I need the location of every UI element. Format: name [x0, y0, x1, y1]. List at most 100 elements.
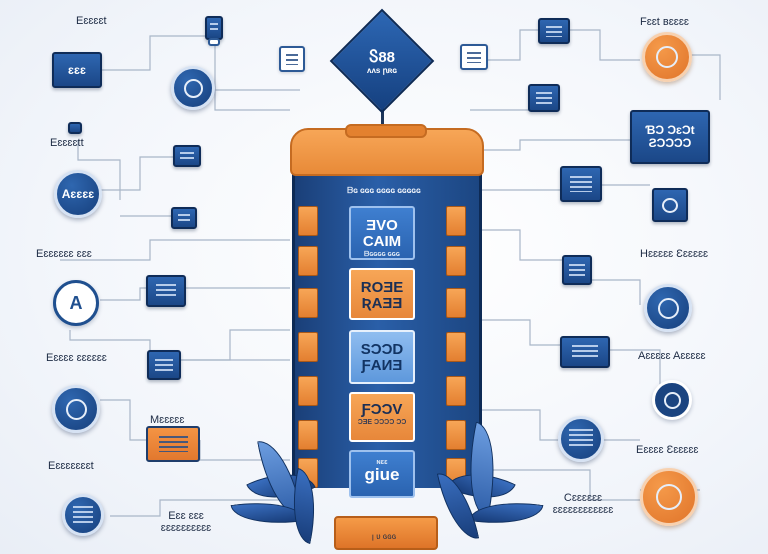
node-report-right-3[interactable] — [560, 336, 610, 368]
box-text: ƁƆ ƆɛƆt ƧƆƆƆƆ — [645, 123, 695, 150]
node-checklist[interactable] — [279, 46, 305, 72]
node-report-right-2[interactable] — [560, 166, 602, 202]
connector — [480, 469, 640, 501]
panel-subtitle: ᗷɢɢɢɢ ɢɢɢ — [364, 251, 400, 258]
connector — [199, 440, 290, 461]
monitor-icon — [545, 25, 563, 37]
node-box-right-1[interactable]: ƁƆ ƆɛƆt ƧƆƆƆƆ — [630, 110, 710, 164]
side-tile — [446, 288, 466, 318]
node-orange-card[interactable] — [146, 426, 200, 462]
gauge-icon — [657, 297, 679, 319]
label-left-3: Eɛɛɛɛɛɛ ɛɛɛ — [36, 248, 92, 260]
node-circle-left-3[interactable]: Aɛɛɛɛ — [54, 170, 102, 218]
panel-subtitle: ƆƎE ƆƆƆƆ ƆƆ — [357, 419, 407, 426]
label-left-6: Eɛɛɛɛɛɛɛt — [48, 460, 94, 472]
tower-panel-2[interactable]: ROƎE ƦAƎƎ — [349, 268, 415, 320]
tower-panel-1[interactable]: ƎVO CAƖM ᗷɢɢɢɢ ɢɢɢ — [349, 206, 415, 260]
chat-icon — [155, 358, 173, 372]
connector — [100, 35, 205, 71]
tower-panel-3[interactable]: SƆƆD ƑAИƎ — [349, 330, 415, 384]
panel-title: ƎVO CAƖM — [362, 217, 402, 250]
connector — [570, 29, 640, 61]
node-chat[interactable] — [147, 350, 181, 380]
connector — [60, 239, 290, 261]
tower-panel-4[interactable]: ƑƆƆV ƆƎE ƆƆƆƆ ƆƆ — [349, 392, 415, 442]
connector — [610, 349, 661, 385]
tower-panel-5[interactable]: ɴɛɛ giue — [349, 450, 415, 498]
panel-subtitle: ɴɛɛ — [376, 459, 388, 466]
connector — [77, 140, 121, 200]
side-tile — [446, 206, 466, 236]
connector — [100, 156, 185, 191]
person-icon — [65, 398, 87, 420]
node-circle-left-4[interactable]: A — [53, 280, 99, 326]
node-checklist-right[interactable] — [460, 44, 488, 70]
target-icon — [656, 46, 678, 68]
node-monitor-1[interactable] — [173, 145, 201, 167]
tower-header: ᗷɢ ɢɢɢ ɢɢɢɢ ɢɢɢɢɢ — [347, 186, 421, 195]
node-circle-inner-1[interactable] — [171, 66, 215, 110]
node-lock[interactable] — [652, 188, 688, 222]
node-circle-orange-1[interactable] — [642, 32, 692, 82]
lock-icon — [662, 197, 678, 213]
node-small-doc[interactable] — [68, 122, 82, 134]
label-right-5: Eɛɛɛɛ Ɛɛɛɛɛɛ — [636, 444, 699, 456]
node-monitor-2[interactable] — [171, 207, 197, 229]
report-icon — [535, 92, 553, 104]
circle-text: Aɛɛɛɛ — [61, 187, 95, 201]
letter-a-icon: A — [69, 292, 83, 313]
report-icon — [571, 345, 599, 359]
side-tile — [298, 288, 318, 318]
node-circle-left-6[interactable] — [62, 494, 104, 536]
document-icon — [569, 263, 585, 277]
node-report-right-1[interactable] — [528, 84, 560, 112]
label-left-4: Eɛɛɛɛ ɛɛɛɛɛɛ — [46, 352, 107, 364]
kite-subtitle: ʌʌs ꞃʀɢ — [367, 66, 397, 75]
node-report-1[interactable] — [146, 275, 186, 307]
tower-base — [334, 516, 438, 550]
globe-icon — [183, 78, 203, 98]
connector — [580, 279, 641, 305]
monitor-icon — [177, 213, 191, 223]
label-top-left: Eɛɛɛɛt — [76, 15, 107, 27]
tower-base-label: ꞁ ʋ ɢɢɢ — [371, 532, 397, 541]
connector — [110, 499, 290, 517]
panel-title: ROƎE ƦAƎƎ — [360, 279, 404, 312]
node-doc-top[interactable] — [205, 16, 223, 40]
node-circle-left-5[interactable] — [52, 385, 100, 433]
panel-title: ƑƆƆV — [361, 401, 403, 418]
checklist-icon — [467, 51, 481, 63]
node-circle-right-3[interactable] — [644, 284, 692, 332]
document-icon — [72, 506, 94, 524]
refresh-icon — [656, 484, 682, 510]
label-left-2: Eɛɛɛɛtt — [50, 137, 84, 149]
node-circle-orange-2[interactable] — [640, 468, 698, 526]
connector — [480, 139, 630, 151]
node-doc-top-tray — [208, 38, 220, 46]
side-tile — [446, 246, 466, 276]
node-monitor-right-1[interactable] — [538, 18, 570, 44]
label-left-5-top: Mɛɛɛɛɛ — [150, 414, 185, 426]
side-tile — [298, 206, 318, 236]
label-bottom-right: Cɛɛɛɛɛɛ ɛɛɛɛɛɛɛɛɛɛɛɛ — [552, 492, 614, 516]
connector — [480, 319, 565, 346]
panel-title: giue — [364, 465, 400, 484]
side-tile — [446, 420, 466, 450]
connector — [480, 409, 560, 441]
document-icon — [209, 23, 219, 33]
side-tile — [298, 246, 318, 276]
connector — [214, 86, 290, 111]
connector — [100, 287, 290, 301]
node-circle-right-4[interactable] — [652, 380, 692, 420]
node-circle-right-5[interactable] — [558, 416, 604, 462]
label-top-right: Fɛɛt ʙɛɛɛɛ — [640, 16, 689, 28]
tower-slot — [345, 124, 427, 138]
kite-text: Ⴝ88 ʌʌs ꞃʀɢ — [347, 50, 417, 76]
report-icon — [569, 176, 593, 192]
side-tile — [446, 332, 466, 362]
label-bottom-left: Eɛɛ ɛɛɛ ɛɛɛɛɛɛɛɛɛɛ — [160, 510, 212, 534]
node-doc-right[interactable] — [562, 255, 592, 285]
node-badge-left-1[interactable]: ɛɛɛ — [52, 52, 102, 88]
connector — [470, 29, 540, 61]
